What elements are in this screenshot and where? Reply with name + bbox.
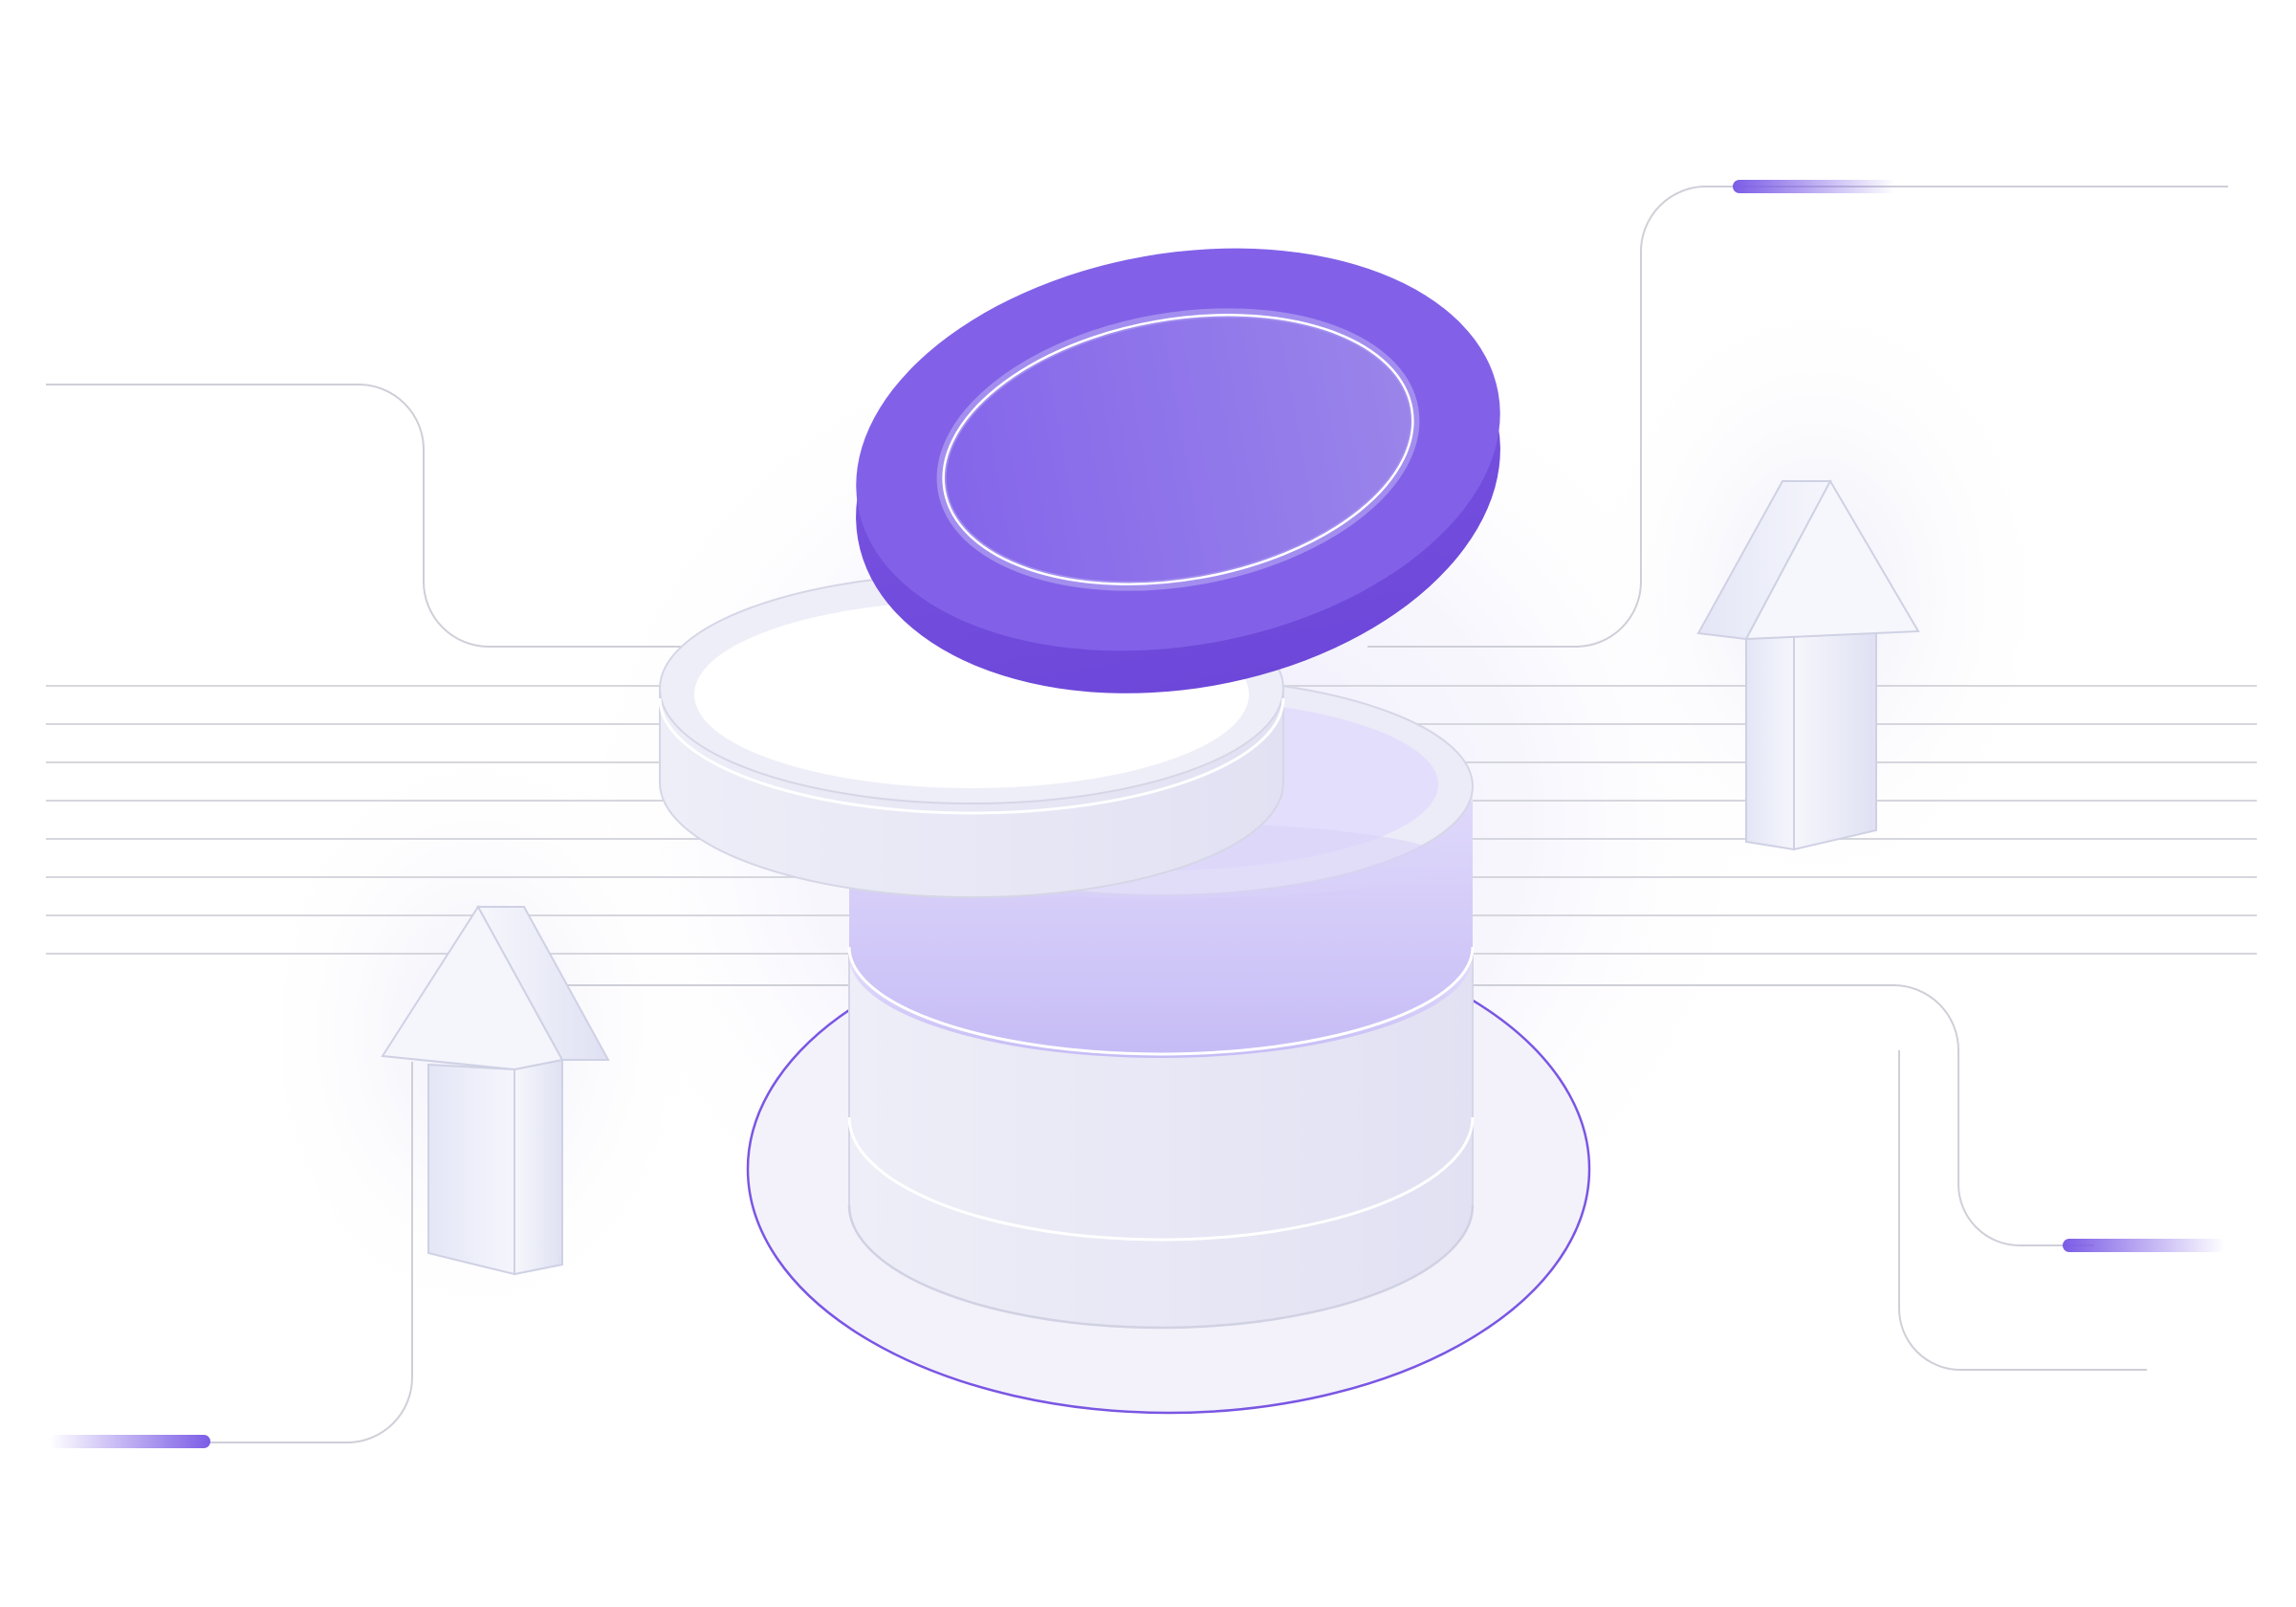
accent-dashes [50,180,2225,1448]
accent-dash-bottom-right [2063,1239,2225,1252]
up-arrow-icon [381,905,610,1276]
circuit-lines [46,186,2228,1443]
up-arrow-icon [1696,478,1920,851]
coin-icon [856,248,1500,693]
accent-dash-top-right [1733,180,1895,193]
accent-dash-bottom-left [50,1435,210,1448]
